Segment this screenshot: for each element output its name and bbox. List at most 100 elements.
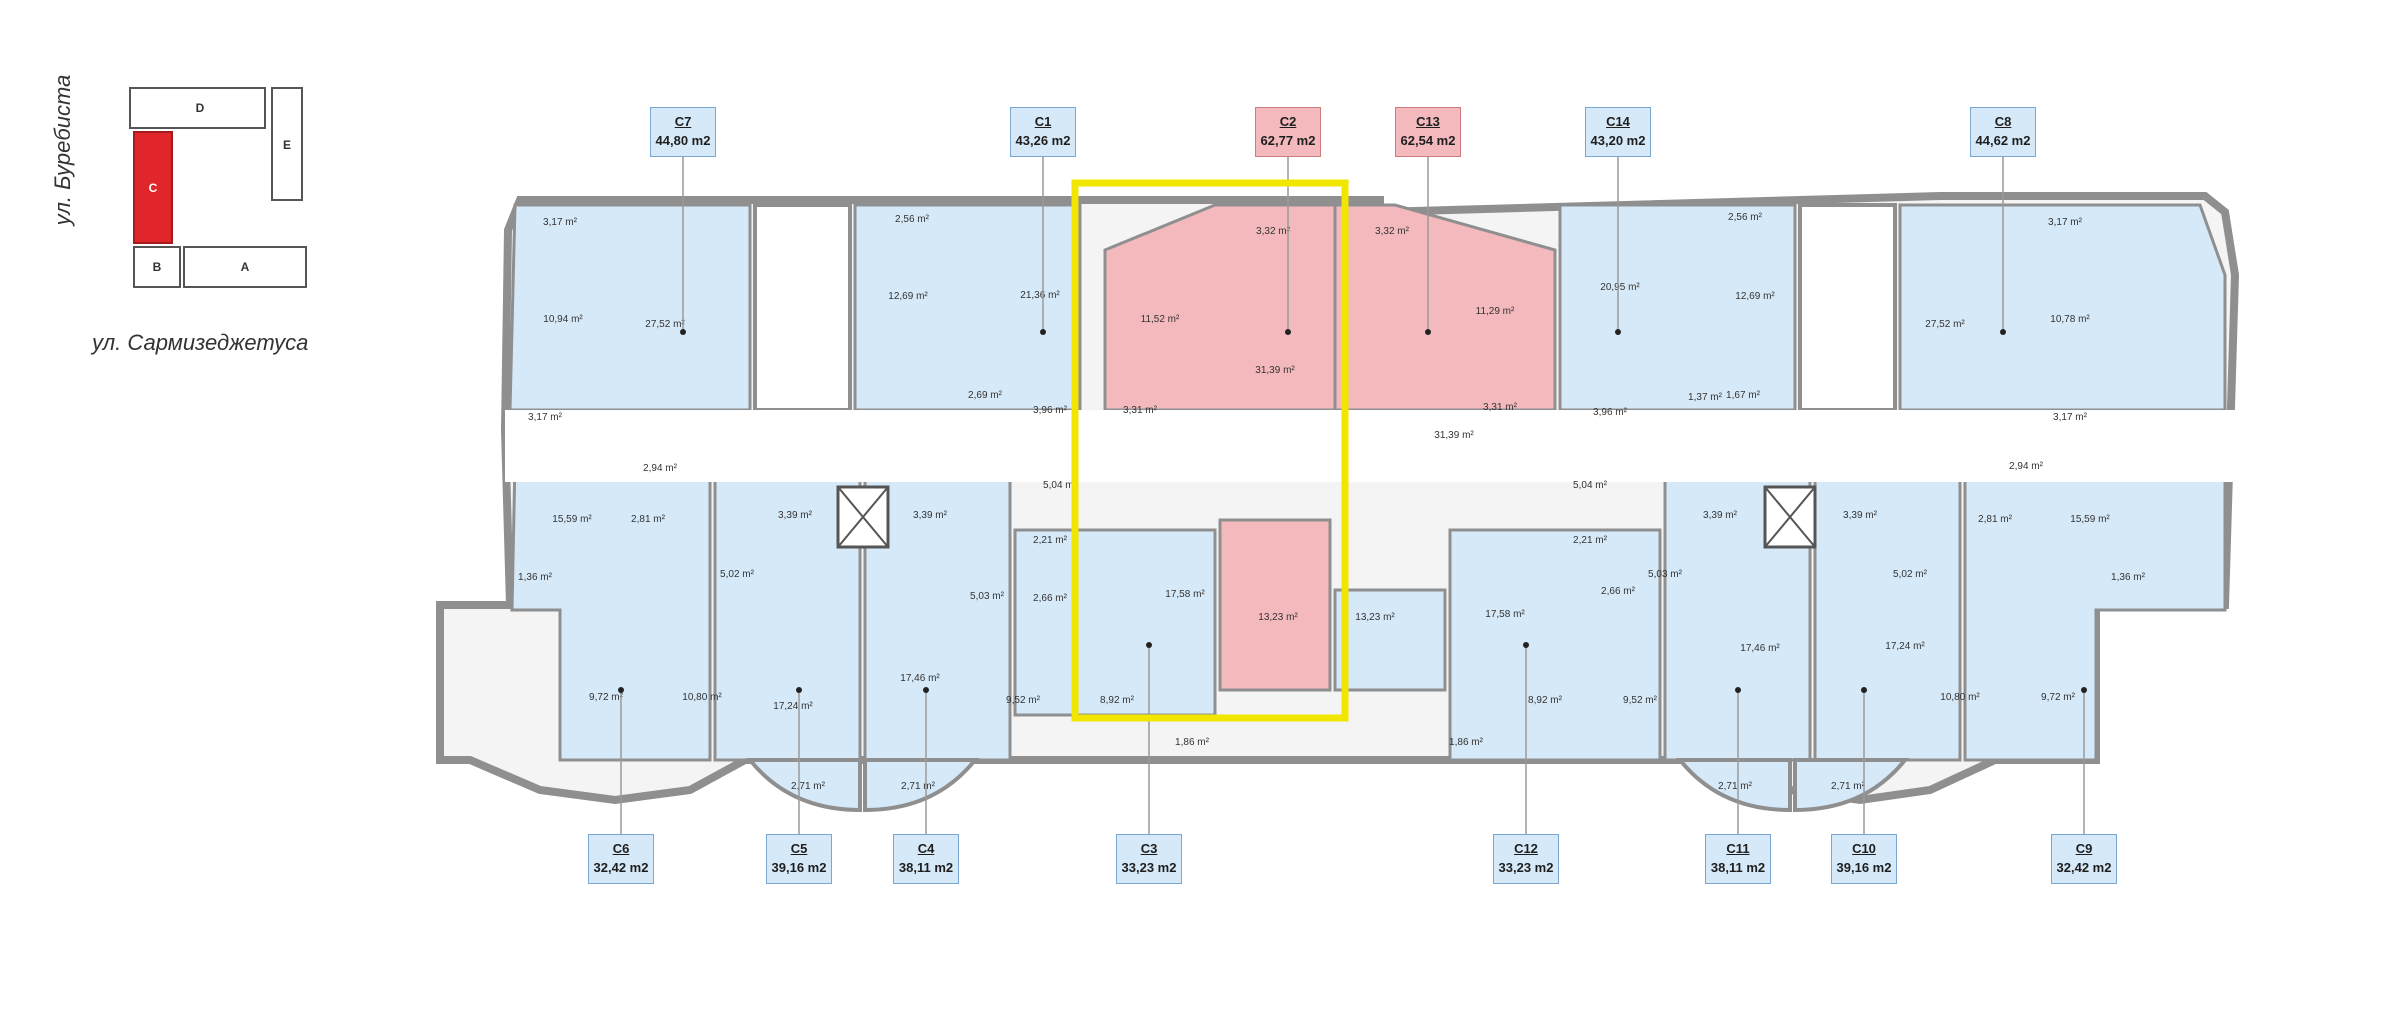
- leader-c9-dot: [2081, 687, 2087, 693]
- apartments-layer: [508, 203, 2227, 813]
- apartment-code: C13: [1416, 114, 1440, 129]
- apartment-area: 44,80 m2: [655, 133, 711, 148]
- leader-c12-dot: [1523, 642, 1529, 648]
- apt-c10-area[interactable]: [1813, 478, 1962, 762]
- block-e-label: E: [282, 138, 292, 152]
- block-b-label: B: [152, 260, 162, 274]
- leader-c1-dot: [1040, 329, 1046, 335]
- leader-c5-dot: [796, 687, 802, 693]
- apt-c8-area[interactable]: [1898, 203, 2227, 412]
- room-area-c10-living: 17,24 m²: [1885, 641, 1925, 652]
- room-area-c10-bedroom: 10,80 m²: [1940, 692, 1980, 703]
- room-area-c2-bath: 3,31 m²: [1123, 405, 1158, 416]
- apartment-tag-c4[interactable]: C4 38,11 m2: [893, 834, 959, 884]
- room-area-c11-living: 17,46 m²: [1740, 643, 1780, 654]
- apartment-area: 32,42 m2: [2056, 860, 2112, 875]
- room-area-c12-hall: 2,21 m²: [1573, 535, 1608, 546]
- room-area-c8-living: 27,52 m²: [1925, 319, 1965, 330]
- room-area-c14-bath: 3,96 m²: [1593, 407, 1628, 418]
- apt-c7-area[interactable]: [508, 203, 752, 412]
- block-e-outline[interactable]: [271, 87, 303, 201]
- apartment-tag-c9[interactable]: C9 32,42 m2: [2051, 834, 2117, 884]
- apt-c3-area[interactable]: [1013, 528, 1217, 717]
- room-area-c10-hall: 5,02 m²: [1893, 569, 1928, 580]
- leader-c4-dot: [923, 687, 929, 693]
- room-area-c1-living: 21,36 m²: [1020, 290, 1060, 301]
- leader-c7-dot: [680, 329, 686, 335]
- block-c-label: C: [148, 181, 158, 195]
- apt-c2b-area[interactable]: [1218, 518, 1332, 692]
- room-area-c10-bath: 3,39 m²: [1843, 510, 1878, 521]
- room-area-c7-terrace: 3,17 m²: [543, 217, 578, 228]
- room-area-corridor-right: 5,04 m²: [1573, 480, 1608, 491]
- room-area-c13-lower-room: 13,23 m²: [1355, 612, 1395, 623]
- c10-balcony-arch: [1793, 758, 1910, 813]
- leader-c10-dot: [1861, 687, 1867, 693]
- room-area-c12-bath: 2,66 m²: [1601, 586, 1636, 597]
- block-b-outline[interactable]: [133, 246, 181, 288]
- leader-c8-dot: [2000, 329, 2006, 335]
- apt-c9-area[interactable]: [1963, 458, 2227, 762]
- c11-balcony-arch: [1675, 758, 1792, 813]
- block-c-outline[interactable]: [133, 131, 173, 244]
- apt-c12-area[interactable]: [1448, 528, 1662, 762]
- room-area-c12-bedroom-b: 9,52 m²: [1623, 695, 1658, 706]
- room-area-c7-bedroom: 10,94 m²: [543, 314, 583, 325]
- apartment-area: 33,23 m2: [1498, 860, 1554, 875]
- room-area-c3-bedroom-a: 9,52 m²: [1006, 695, 1041, 706]
- leader-c14-dot: [1615, 329, 1621, 335]
- room-area-c4-balcony: 2,71 m²: [901, 781, 936, 792]
- apartment-area: 62,77 m2: [1260, 133, 1316, 148]
- apartment-code: C8: [1994, 114, 2012, 129]
- apt-c13-area[interactable]: [1333, 203, 1557, 412]
- corridor-common: [505, 410, 2235, 482]
- apartment-code: C4: [917, 841, 935, 856]
- apt-c14-area[interactable]: [1558, 203, 1797, 412]
- room-area-c12-living: 17,58 m²: [1485, 609, 1525, 620]
- room-area-c8-bedroom: 10,78 m²: [2050, 314, 2090, 325]
- apt-c13b-area[interactable]: [1333, 588, 1447, 692]
- room-area-c4-bath: 3,39 m²: [913, 510, 948, 521]
- room-area-c11-hall: 5,03 m²: [1648, 569, 1683, 580]
- stair-right: [1798, 203, 1897, 412]
- room-area-c6-hall: 2,94 m²: [643, 463, 678, 474]
- stair-left: [753, 203, 852, 412]
- apartment-code: C9: [2075, 841, 2093, 856]
- room-area-c6-bath: 2,81 m²: [631, 514, 666, 525]
- c5-balcony-arch: [745, 758, 862, 813]
- room-area-c14-bedroom: 12,69 m²: [1735, 291, 1775, 302]
- room-area-c2-living: 31,39 m²: [1255, 365, 1295, 376]
- block-a-outline[interactable]: [183, 246, 307, 288]
- room-area-c2-lower-room: 13,23 m²: [1258, 612, 1298, 623]
- room-area-c3-hall: 2,21 m²: [1033, 535, 1068, 546]
- leader-c3-dot: [1146, 642, 1152, 648]
- apartment-area: 38,11 m2: [898, 860, 954, 875]
- room-area-c5-bath: 3,39 m²: [778, 510, 813, 521]
- room-area-c1-bath: 3,96 m²: [1033, 405, 1068, 416]
- apt-c1-area[interactable]: [853, 203, 1082, 412]
- room-area-c9-living: 15,59 m²: [2070, 514, 2110, 525]
- selection-frame[interactable]: [1071, 179, 1349, 722]
- room-area-c6-bedroom: 9,72 m²: [589, 692, 624, 703]
- room-area-c8-bath: 3,17 m²: [2053, 412, 2088, 423]
- apartment-area: 32,42 m2: [593, 860, 649, 875]
- apartment-code: C5: [790, 841, 808, 856]
- block-d-outline[interactable]: [129, 87, 266, 129]
- street-label-sarmizegetusa: ул. Сармизеджетуса: [92, 330, 309, 355]
- room-area-c13-bedroom: 11,29 m²: [1476, 306, 1515, 317]
- apt-c2-area[interactable]: [1103, 203, 1337, 412]
